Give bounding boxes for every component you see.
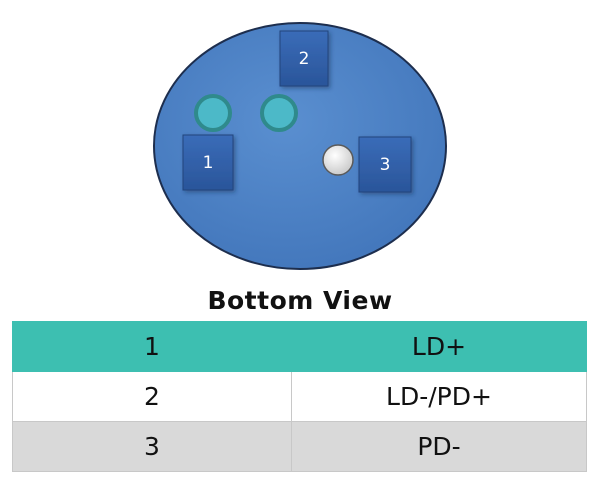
pin-pad-3	[322, 144, 354, 176]
signal-cell: PD-	[291, 421, 587, 472]
pin-label-3: 3	[380, 155, 391, 175]
signal-cell: LD-/PD+	[291, 371, 587, 422]
pin-pad-1	[194, 94, 232, 132]
pin-number-cell: 3	[12, 421, 292, 472]
pin-number-cell: 2	[12, 371, 292, 422]
table-row: 3 PD-	[12, 421, 587, 472]
bottom-view-diagram: 2 1 3	[153, 22, 447, 270]
header-face	[153, 22, 447, 270]
pin-pad-2	[260, 94, 298, 132]
table-row: 1 LD+	[12, 321, 587, 372]
pin-assignment-table: 1 LD+ 2 LD-/PD+ 3 PD-	[12, 321, 587, 472]
pin-label-2: 2	[299, 49, 310, 69]
table-row: 2 LD-/PD+	[12, 371, 587, 422]
view-title: Bottom View	[207, 286, 393, 315]
pin-number-cell: 1	[12, 321, 292, 372]
signal-cell: LD+	[291, 321, 587, 372]
pin-label-box-3	[358, 136, 412, 193]
pin-label-1: 1	[203, 153, 214, 173]
pin-label-box-2	[279, 30, 329, 87]
pin-label-box-1	[182, 134, 234, 191]
